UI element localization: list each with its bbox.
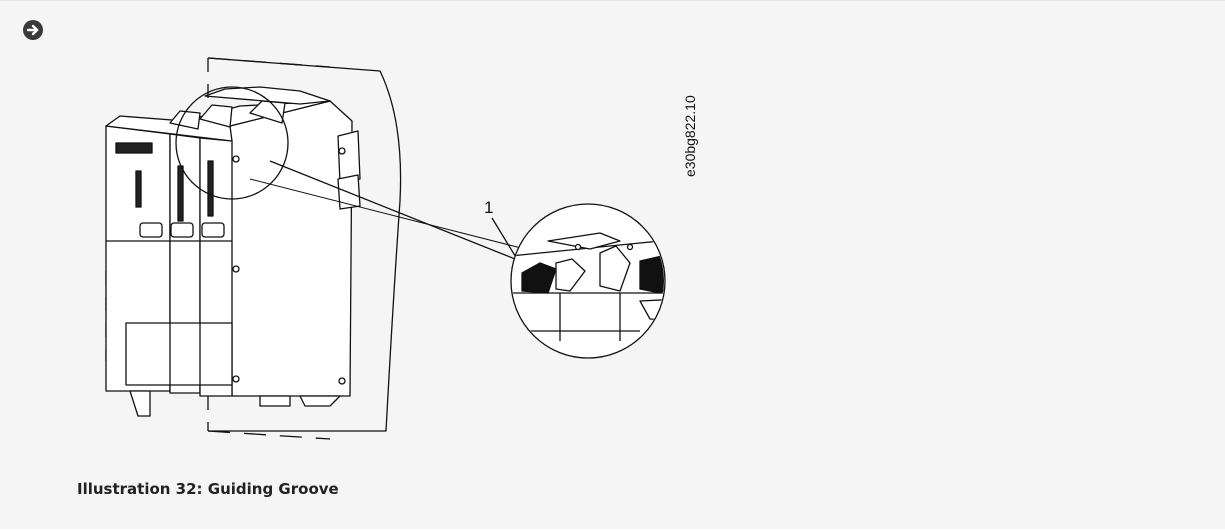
figure-id: e30bg822.10 (682, 95, 698, 177)
callout-number: 1 (484, 198, 494, 217)
arrow-circle-right-icon[interactable] (22, 19, 44, 41)
figure-caption: Illustration 32: Guiding Groove (77, 480, 339, 498)
